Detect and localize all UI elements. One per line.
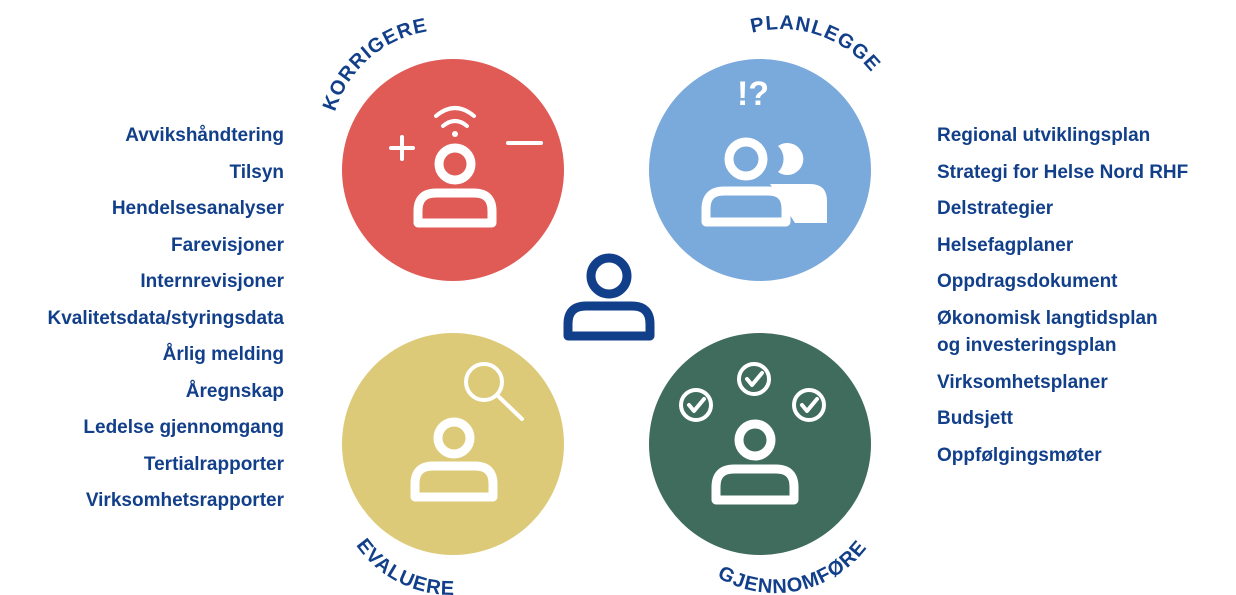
left-document-list: Avvikshåndtering Tilsyn Hendelsesanalyse…: [47, 118, 284, 520]
left-list-item: Tertialrapporter: [143, 453, 284, 475]
korrigere-circle: [342, 59, 564, 281]
left-list-item: Internrevisjoner: [140, 271, 284, 292]
people-question-icon: !?: [701, 75, 827, 227]
right-document-list: Regional utviklingsplan Strategi for Hel…: [937, 118, 1188, 474]
person-plus-minus-signal-icon: [389, 106, 543, 228]
right-list-item: Strategi for Helse Nord RHF: [937, 161, 1189, 183]
right-list-item: Budsjett: [937, 408, 1013, 429]
left-list-item: Hendelsesanalyser: [111, 198, 284, 219]
left-list-item: Virksomhetsrapporter: [85, 490, 284, 511]
left-list-item: Åregnskap: [185, 380, 284, 402]
right-list-item: Regional utviklingsplan: [937, 125, 1151, 146]
svg-text:!?: !?: [737, 75, 769, 113]
left-list-item: Ledelse gjennomgang: [83, 417, 284, 438]
left-list-item: Tilsyn: [229, 161, 284, 183]
left-list-item: Farevisjoner: [171, 234, 284, 256]
right-list-line: Økonomisk langtidsplan: [937, 307, 1158, 329]
person-icon: [563, 253, 655, 341]
right-list-item: Oppdragsdokument: [937, 271, 1118, 292]
person-magnifier-icon: [410, 362, 524, 502]
left-list-item: Kvalitetsdata/styringsdata: [47, 307, 284, 329]
left-list-item: Årlig melding: [162, 344, 284, 365]
left-list-item: Avvikshåndtering: [125, 125, 284, 146]
right-list-item: Oppfølgingsmøter: [937, 444, 1102, 466]
person-checkmarks-icon: [679, 362, 826, 505]
right-list-item: Virksomhetsplaner: [937, 371, 1108, 393]
gjennomfore-circle: [649, 333, 871, 555]
right-list-item: Helsefagplaner: [937, 234, 1074, 256]
right-list-line: og investeringsplan: [937, 334, 1117, 356]
evaluere-circle: [342, 333, 564, 555]
right-list-item-two-line: Økonomisk langtidsplan og investeringspl…: [937, 301, 1188, 365]
right-list-item: Delstrategier: [937, 198, 1054, 219]
